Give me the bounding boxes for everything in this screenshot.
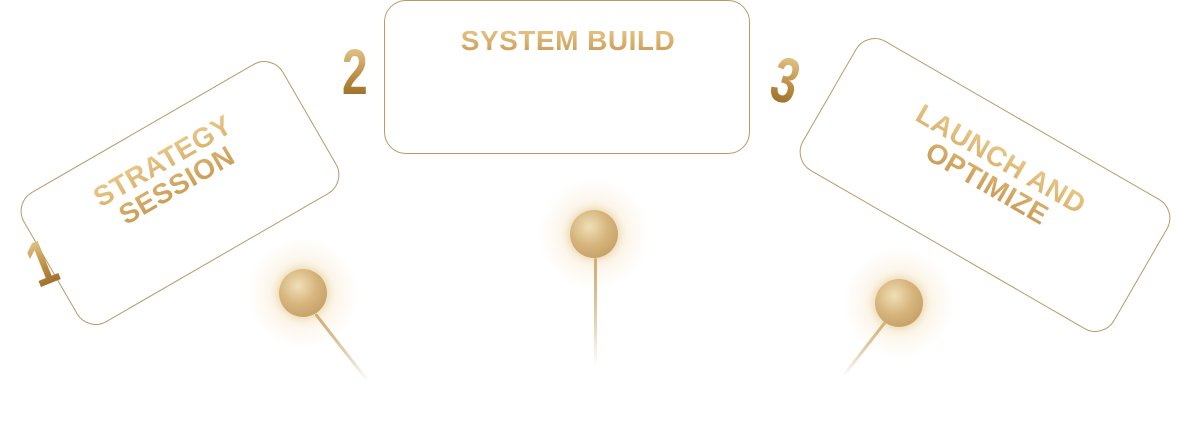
step-2-connector <box>594 258 597 366</box>
step-1-marker-dot <box>279 269 327 317</box>
step-3-title: LAUNCH AND OPTIMIZE <box>850 72 1138 270</box>
step-3-number: 3 <box>763 42 808 119</box>
step-2-marker <box>534 174 654 294</box>
step-2-number: 2 <box>342 36 368 108</box>
step-3-marker-dot <box>875 279 923 327</box>
step-3-marker <box>839 243 959 363</box>
step-2-card: SYSTEM BUILD <box>384 0 750 154</box>
step-1-marker <box>243 233 363 353</box>
step-2-marker-dot <box>570 210 618 258</box>
step-2-title: SYSTEM BUILD <box>385 27 751 55</box>
